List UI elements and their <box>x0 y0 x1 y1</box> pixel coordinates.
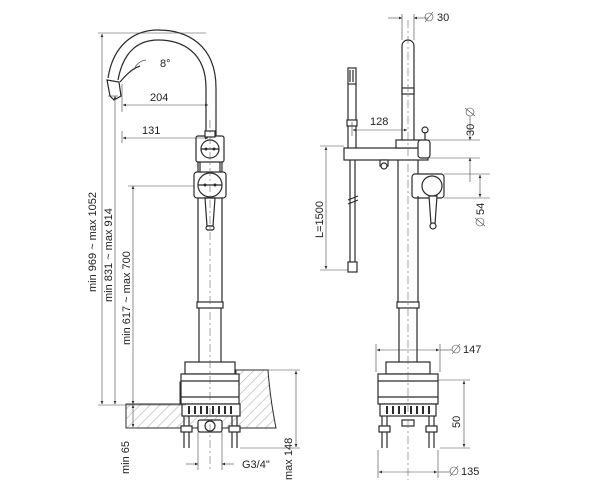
height-body-label: min 617 ~ max 700 <box>121 251 133 345</box>
handle-offset-label: 131 <box>142 125 160 137</box>
dim-handle-dia: 30 <box>428 107 480 182</box>
dim-thread: G3/4" <box>186 432 270 471</box>
dim-height-body: min 617 ~ max 700 <box>121 185 135 405</box>
flange-height-label: 50 <box>451 416 463 428</box>
hose-length-label: L=1500 <box>314 201 326 238</box>
mixer-body <box>397 160 445 230</box>
dim-base-dia: 135 <box>377 450 479 478</box>
front-view: 30 128 L=1500 30 <box>314 11 490 480</box>
height-total-label: min 969 ~ max 1052 <box>87 192 99 292</box>
dim-flange-height: 50 <box>438 379 470 449</box>
collar-dia-label: 147 <box>463 344 481 356</box>
thread-label: G3/4" <box>242 459 270 471</box>
handle-dia-label: 30 <box>465 124 477 136</box>
dim-collar-dia: 147 <box>375 343 481 372</box>
dim-height-spout: min 831 ~ max 914 <box>103 95 117 405</box>
dim-spout-reach: 204 <box>121 84 209 112</box>
dim-handle-offset: 131 <box>121 125 209 143</box>
diverter-handle <box>417 126 431 159</box>
side-view: 8° <box>87 29 300 480</box>
lever-dia-label: 54 <box>475 203 487 215</box>
angle-label: 8° <box>160 58 171 70</box>
dim-hose-length: L=1500 <box>314 145 348 271</box>
dim-lever-dia: 54 <box>444 173 490 227</box>
shower-offset-label: 128 <box>370 116 388 128</box>
lower-riser <box>396 196 420 362</box>
dim-floor-min: min 65 <box>120 403 140 474</box>
dim-shower-offset: 128 <box>351 116 408 136</box>
gooseneck-spout <box>106 29 217 137</box>
height-spout-label: min 831 ~ max 914 <box>103 208 115 302</box>
spout-reach-label: 204 <box>150 92 168 104</box>
dim-pipe-dia: 30 <box>388 11 449 40</box>
installation-box <box>180 403 241 448</box>
base-dia-label: 135 <box>461 466 479 478</box>
hand-shower <box>346 67 358 148</box>
floor-max-label: max 148 <box>283 438 295 480</box>
shower-hose <box>347 160 359 273</box>
floor-min-label: min 65 <box>120 441 132 474</box>
front-installation-box <box>378 403 438 448</box>
pipe-dia-label: 30 <box>437 12 449 24</box>
dim-floor-max: max 148 <box>240 369 300 480</box>
dim-height-total: min 969 ~ max 1052 <box>87 33 104 405</box>
